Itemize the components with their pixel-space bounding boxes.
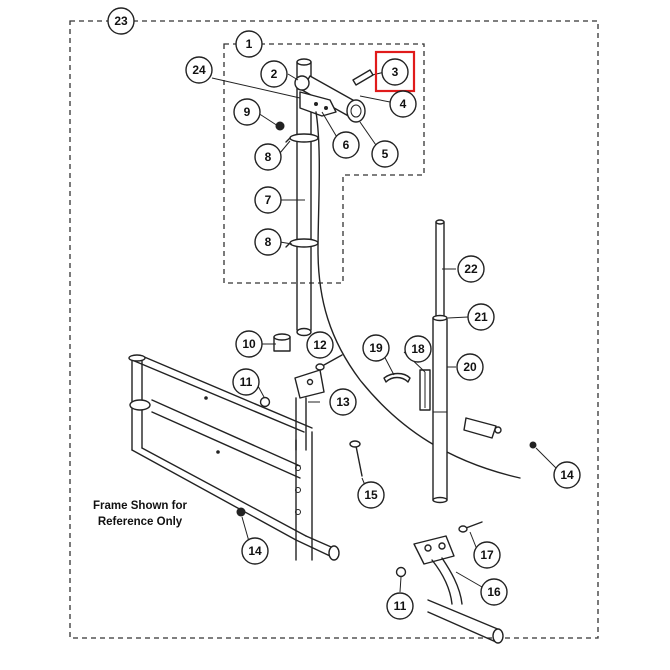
callout-11-lower: 11 <box>386 592 414 620</box>
nut-11-lower <box>395 566 407 578</box>
svg-text:11: 11 <box>240 375 253 389</box>
svg-text:21: 21 <box>474 310 488 324</box>
callout-7: 7 <box>254 186 282 214</box>
nut-9 <box>275 121 285 131</box>
callout-8-upper: 8 <box>254 143 282 171</box>
upright-tube <box>296 58 312 337</box>
callout-11-upper: 11 <box>232 368 260 396</box>
brake-cable <box>315 111 521 479</box>
svg-text:2: 2 <box>271 67 278 81</box>
svg-text:14: 14 <box>248 544 262 558</box>
callout-19: 19 <box>362 334 390 362</box>
reference-frame <box>128 354 340 561</box>
telescoping-post <box>432 219 448 504</box>
callout-15: 15 <box>357 481 385 509</box>
assembly-1-boundary <box>223 43 425 284</box>
svg-text:8: 8 <box>265 235 272 249</box>
svg-text:3: 3 <box>392 65 399 79</box>
assembly-23-boundary <box>69 20 599 639</box>
callout-8-lower: 8 <box>254 228 282 256</box>
callout-12: 12 <box>306 331 334 359</box>
callout-4: 4 <box>389 90 417 118</box>
callout-3: 3 <box>381 58 409 86</box>
frame-note-line1: Frame Shown for <box>93 500 187 512</box>
svg-text:24: 24 <box>192 63 206 77</box>
callout-17: 17 <box>473 541 501 569</box>
svg-text:10: 10 <box>242 337 256 351</box>
callout-24: 24 <box>185 56 213 84</box>
frame-note-line2: Reference Only <box>98 516 183 528</box>
lever-bracket <box>299 91 337 117</box>
bracket-18 <box>419 369 431 411</box>
bolt-15 <box>349 440 363 477</box>
spacer-10 <box>273 333 291 352</box>
svg-text:23: 23 <box>114 14 128 28</box>
mount-bracket-13 <box>294 369 325 451</box>
callout-22: 22 <box>457 255 485 283</box>
callout-6: 6 <box>332 131 360 159</box>
svg-text:7: 7 <box>265 193 272 207</box>
callout-10: 10 <box>235 330 263 358</box>
callout-9: 9 <box>233 98 261 126</box>
callout-1: 1 <box>235 30 263 58</box>
svg-text:6: 6 <box>343 138 350 152</box>
svg-text:1: 1 <box>246 37 253 51</box>
svg-text:5: 5 <box>382 147 389 161</box>
callout-21: 21 <box>467 303 495 331</box>
svg-text:19: 19 <box>369 341 383 355</box>
callout-16: 16 <box>480 578 508 606</box>
svg-text:12: 12 <box>313 338 327 352</box>
callout-14-left: 14 <box>241 537 269 565</box>
svg-text:4: 4 <box>400 97 407 111</box>
svg-text:22: 22 <box>464 262 478 276</box>
callout-14-right: 14 <box>553 461 581 489</box>
callout-18: 18 <box>404 335 432 363</box>
svg-text:9: 9 <box>244 105 251 119</box>
svg-text:13: 13 <box>336 395 350 409</box>
svg-text:20: 20 <box>463 360 477 374</box>
svg-text:14: 14 <box>560 468 574 482</box>
bolt-17 <box>458 521 483 533</box>
callout-5: 5 <box>371 140 399 168</box>
nut-14-lower <box>236 507 246 517</box>
svg-text:18: 18 <box>411 342 425 356</box>
nut-11-upper <box>259 396 271 408</box>
callout-2: 2 <box>260 60 288 88</box>
svg-text:8: 8 <box>265 150 272 164</box>
cable-clip-upper <box>285 133 319 143</box>
callout-13: 13 <box>329 388 357 416</box>
svg-text:15: 15 <box>364 488 378 502</box>
svg-text:17: 17 <box>480 548 494 562</box>
svg-text:11: 11 <box>394 599 407 613</box>
cable-connector <box>463 417 537 449</box>
highlight-box <box>374 50 416 93</box>
cable-clip-lower <box>285 238 319 248</box>
clip-19 <box>383 372 411 383</box>
svg-text:16: 16 <box>487 585 501 599</box>
callout-23: 23 <box>107 7 135 35</box>
mount-16 <box>413 535 504 644</box>
callout-20: 20 <box>456 353 484 381</box>
